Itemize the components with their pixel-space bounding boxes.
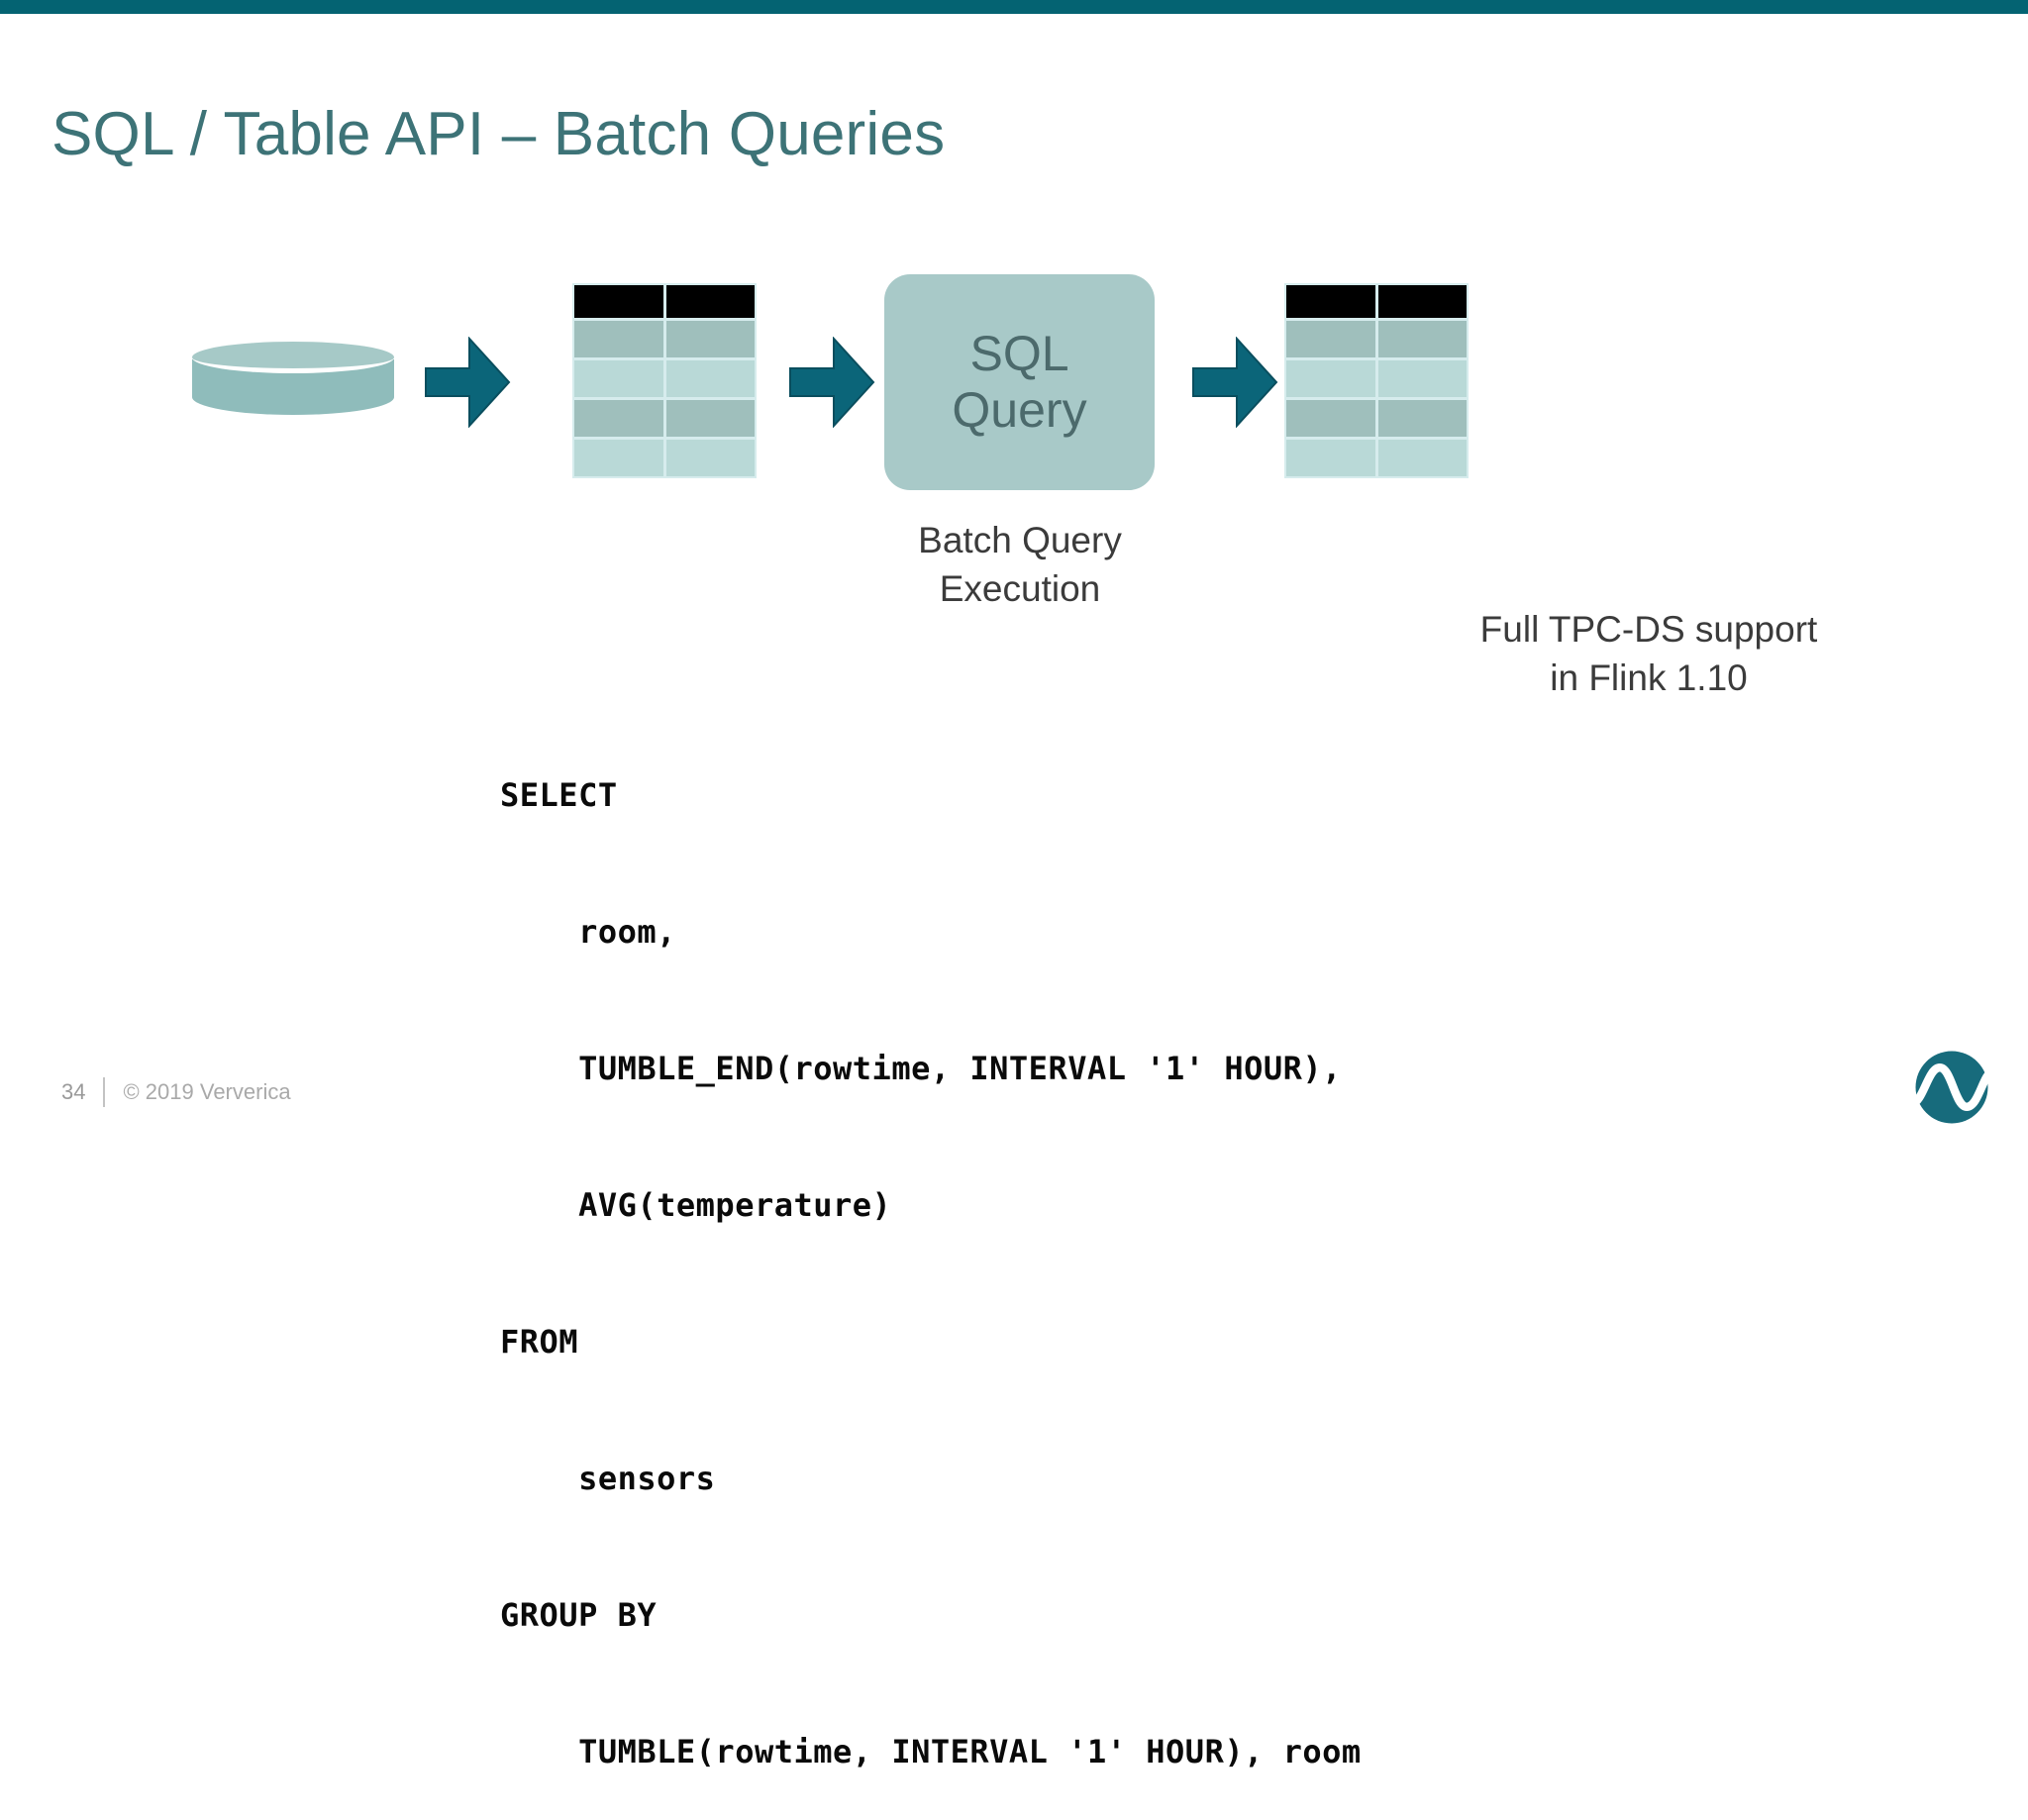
diagram-caption: Batch Query Execution [812, 517, 1228, 614]
table-cell [574, 440, 663, 476]
table-row [1286, 400, 1467, 437]
copyright-text: © 2019 Ververica [123, 1079, 291, 1104]
code-line: FROM [500, 1323, 579, 1361]
code-line: AVG(temperature) [500, 1186, 892, 1224]
database-cylinder-icon [192, 342, 394, 423]
table-cell [1286, 360, 1375, 397]
code-line: TUMBLE(rowtime, INTERVAL '1' HOUR), room [500, 1733, 1362, 1770]
output-table [1284, 283, 1469, 478]
code-line: SELECT [500, 776, 618, 814]
footer-divider [103, 1077, 106, 1107]
arrow-right-icon-2 [788, 337, 875, 428]
code-line: GROUP BY [500, 1596, 658, 1634]
table-row [1286, 360, 1467, 397]
page-title: SQL / Table API – Batch Queries [51, 99, 946, 168]
page-number: 34 [61, 1079, 86, 1104]
table-cell [1377, 321, 1467, 357]
tpcds-note-line-1: Full TPC-DS support [1479, 609, 1818, 650]
table-cell [665, 360, 755, 397]
sql-code-block: SELECT room, TUMBLE_END(rowtime, INTERVA… [500, 681, 1362, 1820]
table-cell [1286, 440, 1375, 476]
table-cell [665, 285, 755, 318]
table-cell [1286, 285, 1375, 318]
table-cell [665, 321, 755, 357]
table-row [574, 360, 755, 397]
table-row [1286, 285, 1467, 318]
table-cell [1286, 321, 1375, 357]
table-cell [574, 360, 663, 397]
sql-query-line-2: Query [952, 382, 1087, 438]
diagram-canvas: SQL Query [0, 158, 2028, 614]
slide-footer: 34 © 2019 Ververica [61, 1077, 291, 1107]
input-table [572, 283, 757, 478]
code-line: TUMBLE_END(rowtime, INTERVAL '1' HOUR), [500, 1050, 1342, 1087]
sql-query-box: SQL Query [884, 274, 1155, 490]
table-row [574, 400, 755, 437]
table-cell [1377, 400, 1467, 437]
arrow-right-icon-3 [1191, 337, 1278, 428]
table-row [574, 440, 755, 476]
table-cell [665, 440, 755, 476]
arrow-right-icon-1 [424, 337, 511, 428]
table-cell [1377, 360, 1467, 397]
table-cell [574, 285, 663, 318]
table-cell [574, 400, 663, 437]
table-cell [1286, 400, 1375, 437]
table-cell [1377, 285, 1467, 318]
diagram-caption-line-1: Batch Query [918, 520, 1122, 560]
table-row [574, 285, 755, 318]
table-cell [665, 400, 755, 437]
sql-query-line-1: SQL [969, 326, 1069, 381]
cylinder-top [192, 342, 394, 373]
code-line: sensors [500, 1460, 716, 1497]
table-cell [574, 321, 663, 357]
table-row [1286, 321, 1467, 357]
diagram-caption-line-2: Execution [939, 567, 1101, 609]
tpcds-note-line-2: in Flink 1.10 [1550, 657, 1748, 698]
table-cell [1377, 440, 1467, 476]
top-accent-band [0, 0, 2028, 14]
table-row [574, 321, 755, 357]
tpcds-support-note: Full TPC-DS support in Flink 1.10 [1436, 606, 1862, 703]
ververica-logo-icon [1914, 1050, 1989, 1125]
table-row [1286, 440, 1467, 476]
code-line: room, [500, 913, 676, 951]
